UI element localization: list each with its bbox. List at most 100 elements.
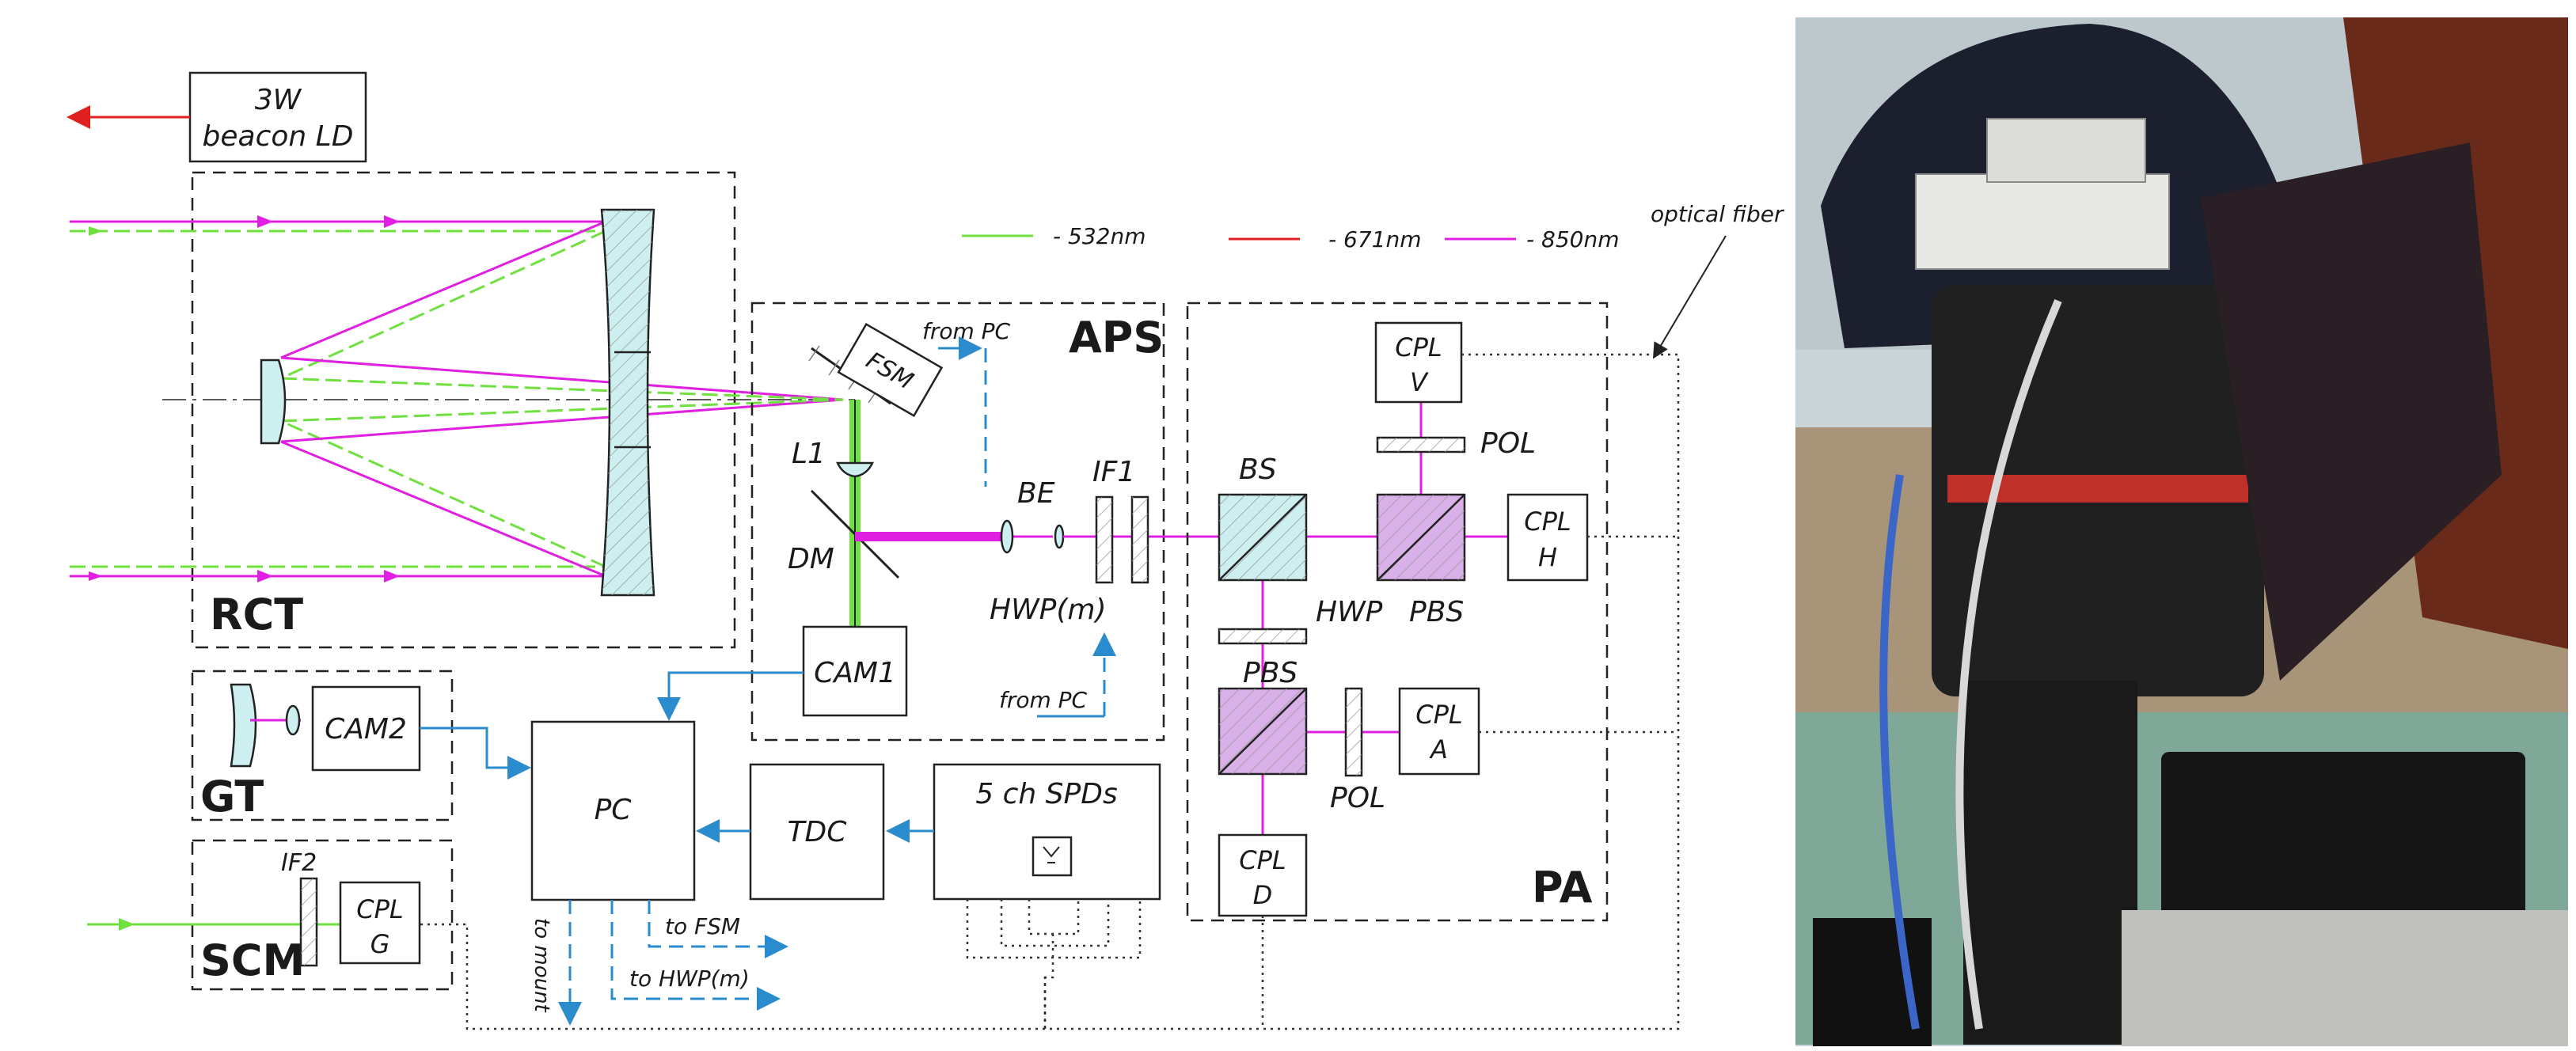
photo-electronics-box-2	[1986, 118, 2146, 183]
if1-hatch	[1096, 497, 1112, 582]
pa-module: PA BS PBS POL CPL V CPL H HWP	[1186, 302, 1609, 922]
spd-fiber	[1043, 934, 1054, 1029]
spd-fiber	[1028, 899, 1080, 935]
cpl-d-label-1: CPL	[1239, 845, 1286, 875]
fiber-v	[420, 353, 1680, 1030]
legend: - 532nm - 671nm - 850nm	[962, 223, 1619, 252]
be-lens-1	[1000, 519, 1014, 554]
optical-fibers: optical fiber	[420, 201, 1784, 1030]
if2-label: IF2	[281, 849, 317, 877]
hwp-hatch	[1219, 629, 1306, 643]
arrow-marker	[89, 571, 103, 581]
legend-text-532: - 532nm	[1053, 223, 1146, 249]
cpl-v-label-2: V	[1410, 367, 1429, 397]
from-pc-top-label: from PC	[922, 318, 1011, 344]
cpl-a-box	[1398, 687, 1480, 776]
to-hwp-label: to HWP(m)	[629, 966, 750, 992]
cpl-a-label-1: CPL	[1415, 700, 1462, 730]
cpl-h-label-2: H	[1538, 542, 1557, 572]
cam2-to-pc	[420, 727, 531, 780]
arrow-marker	[257, 570, 273, 582]
spd-icon-glyph	[1043, 846, 1060, 863]
scm-frame	[191, 839, 454, 991]
pbs-top-diagonal	[1377, 494, 1465, 581]
dm-label: DM	[788, 543, 834, 575]
electronics: PC TDC 5 ch SPDs to mount to FSM to HWP(…	[530, 671, 1161, 1029]
rct-frame	[191, 171, 736, 649]
beacon-box	[188, 71, 367, 163]
spd-icon	[1032, 836, 1073, 877]
cam2-box	[311, 685, 421, 772]
hwp-m-hatch	[1132, 497, 1148, 582]
bs-label: BS	[1239, 453, 1277, 486]
pol-bottom-hatch	[1346, 689, 1362, 776]
gt-lens	[230, 683, 257, 768]
photo-pier	[1963, 681, 2137, 1045]
photo-cable	[1955, 299, 2062, 1030]
gt-eyepiece	[285, 704, 301, 736]
cpl-h-box	[1506, 493, 1589, 582]
pol-top-label: POL	[1480, 427, 1536, 460]
cam1-box	[802, 625, 908, 717]
tdc-label: TDC	[788, 816, 848, 848]
rct-label: RCT	[210, 590, 303, 639]
arrow-marker	[89, 226, 103, 236]
arrow-marker	[119, 918, 135, 931]
pa-label: PA	[1532, 863, 1593, 913]
photo-case	[2161, 752, 2525, 942]
be-label: BE	[1017, 477, 1055, 510]
cpl-a-label-2: A	[1429, 734, 1448, 765]
focus-beam	[280, 377, 844, 401]
fsm-box: FSM	[837, 322, 944, 418]
gt-label: GT	[200, 772, 264, 821]
arrow-marker	[384, 570, 400, 582]
primary-mirror-hatch	[602, 210, 654, 595]
photo-cable	[1879, 474, 1920, 1030]
cpl-v-label-1: CPL	[1395, 332, 1442, 362]
pbs-bottom-label: PBS	[1243, 657, 1297, 689]
cam1-label: CAM1	[814, 657, 896, 689]
scm-module: SCM IF2 CPL G	[87, 839, 454, 991]
focus-beam	[280, 398, 844, 423]
l1-label: L1	[792, 438, 826, 470]
reflect-beam	[280, 419, 606, 568]
scm-label: SCM	[200, 935, 305, 985]
gt-frame	[191, 670, 454, 821]
mirror-hatch	[808, 345, 820, 362]
pbs-bottom-diagonal	[1218, 688, 1307, 775]
hwp-m-label: HWP(m)	[990, 594, 1107, 626]
legend-text-671: - 671nm	[1328, 226, 1421, 252]
photo-electronics-box	[1915, 173, 2170, 270]
cpl-g-label-1: CPL	[356, 894, 403, 924]
cpl-h-label-1: CPL	[1524, 507, 1571, 537]
cpl-d-label-2: D	[1253, 880, 1273, 910]
if1-label: IF1	[1092, 456, 1135, 488]
optical-fiber-label: optical fiber	[1651, 201, 1784, 227]
to-fsm-arrow	[648, 900, 788, 958]
photo-telescope-body	[2201, 142, 2502, 681]
beacon-label-2: beacon LD	[203, 120, 354, 153]
secondary-mirror	[260, 359, 287, 445]
l1-lens	[836, 461, 874, 478]
arrow-marker	[257, 215, 273, 228]
legend-text-850: - 850nm	[1526, 226, 1619, 252]
pc-box	[530, 720, 696, 901]
pol-bottom-label: POL	[1330, 782, 1385, 814]
gt-module: GT CAM2	[191, 670, 531, 821]
be-lens-2	[1054, 524, 1065, 549]
pc-label: PC	[595, 794, 633, 826]
reflect-beam	[280, 230, 606, 380]
rct-telescope: RCT	[70, 171, 855, 649]
aps-module: APS FSM from PC L1 DM BE	[750, 302, 1362, 742]
mirror-hatch	[828, 359, 840, 376]
optical-fiber-pointer	[1652, 235, 1727, 359]
spd-fiber	[1000, 899, 1110, 947]
telescope-photo	[1795, 17, 2568, 1046]
focus-beam	[280, 356, 844, 401]
pa-frame	[1186, 302, 1609, 922]
pol-top-hatch	[1377, 438, 1465, 452]
cpl-d-box	[1218, 833, 1308, 917]
arrow-marker	[384, 215, 400, 228]
hwp-label: HWP	[1316, 596, 1383, 628]
beacon-label-1: 3W	[255, 84, 302, 116]
